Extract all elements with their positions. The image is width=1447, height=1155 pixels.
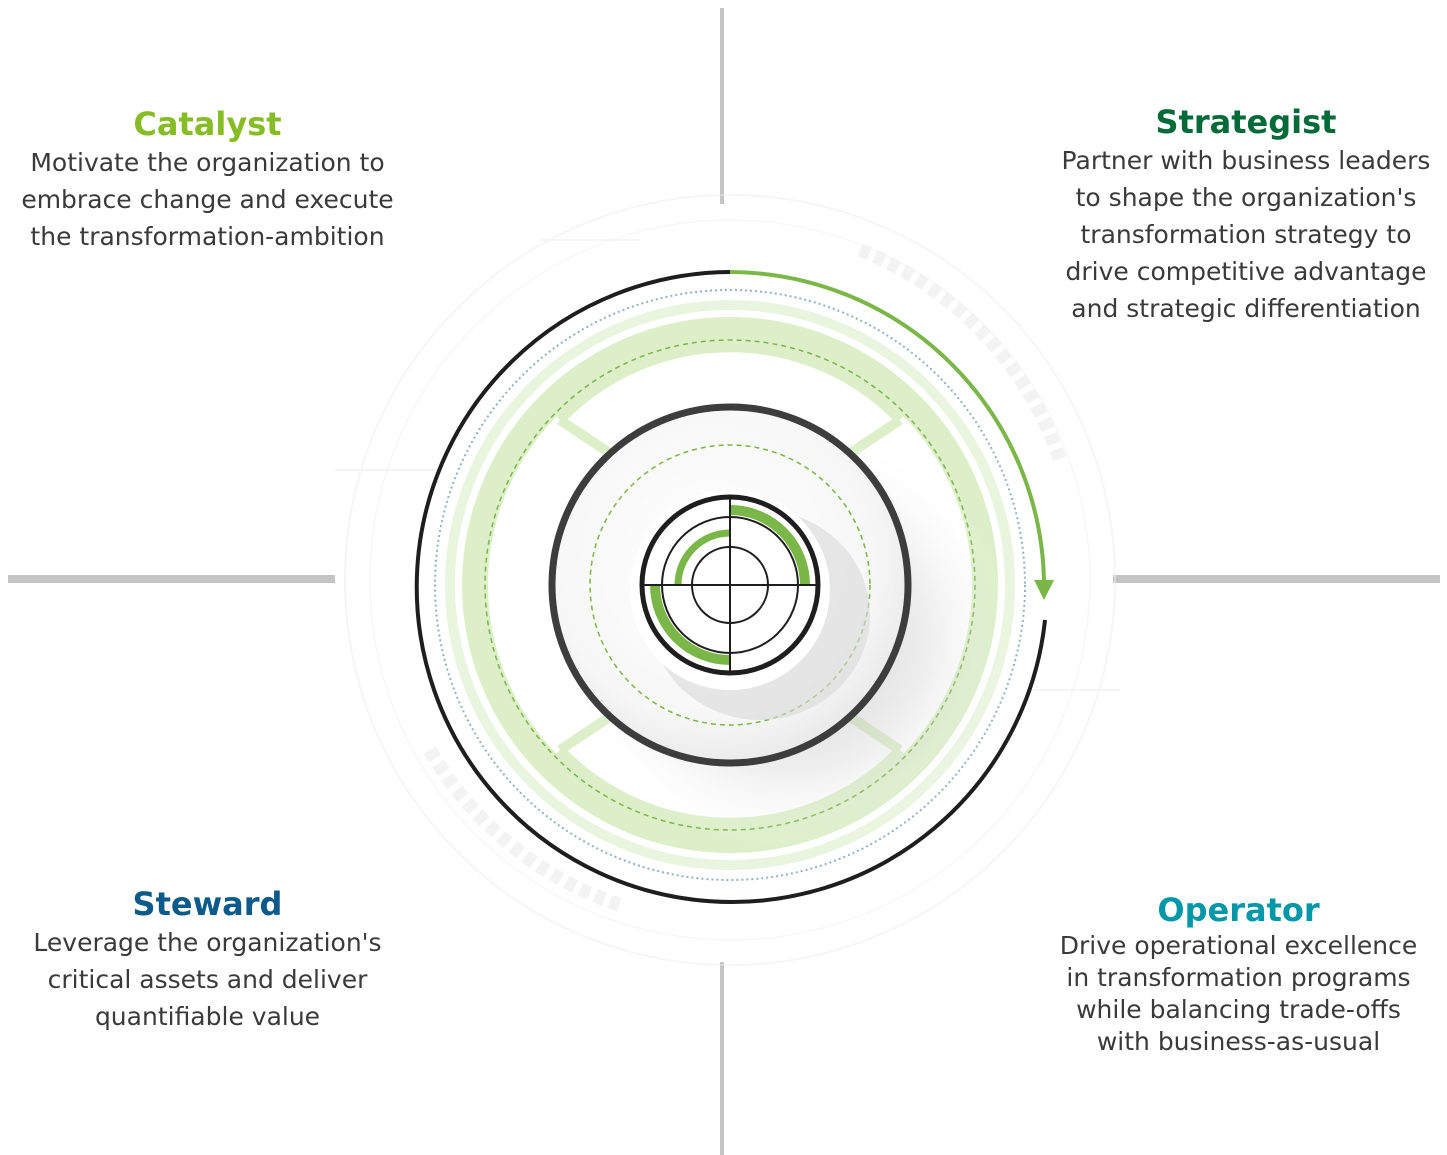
steward-section: Steward Leverage the organization's crit… bbox=[10, 884, 405, 1035]
strategist-line-4: drive competitive advantage bbox=[1065, 257, 1427, 286]
strategist-line-2: to shape the organization's bbox=[1075, 183, 1417, 212]
crosshair-target bbox=[639, 494, 821, 676]
steward-line-3: quantifiable value bbox=[94, 1002, 321, 1031]
axis-line-bottom bbox=[720, 962, 724, 1155]
catalyst-line-3: the transformation-ambition bbox=[30, 222, 385, 251]
strategist-description: Partner with business leaders to shape t… bbox=[1045, 142, 1447, 327]
catalyst-line-2: embrace change and execute bbox=[21, 185, 394, 214]
strategist-title: Strategist bbox=[1155, 103, 1337, 141]
steward-title: Steward bbox=[132, 885, 283, 923]
progress-arrow-arc bbox=[729, 270, 1055, 600]
axis-line-top bbox=[720, 8, 724, 204]
axis-line-left bbox=[8, 575, 335, 583]
background-tech-pattern bbox=[335, 194, 1120, 966]
axis-line-right bbox=[1113, 575, 1440, 583]
strategist-line-5: and strategic differentiation bbox=[1071, 294, 1421, 323]
strategist-section: Strategist Partner with business leaders… bbox=[1045, 102, 1447, 327]
operator-section: Operator Drive operational excellence in… bbox=[1040, 890, 1437, 1058]
operator-line-3: while balancing trade-offs bbox=[1076, 995, 1401, 1024]
catalyst-section: Catalyst Motivate the organization to em… bbox=[10, 104, 405, 255]
catalyst-title: Catalyst bbox=[133, 105, 282, 143]
operator-line-4: with business-as-usual bbox=[1096, 1027, 1381, 1056]
dotted-ring bbox=[434, 289, 1026, 881]
strategist-line-3: transformation strategy to bbox=[1080, 220, 1412, 249]
catalyst-line-1: Motivate the organization to bbox=[30, 148, 385, 177]
steward-description: Leverage the organization's critical ass… bbox=[10, 924, 405, 1035]
operator-line-1: Drive operational excellence bbox=[1059, 931, 1418, 960]
steward-line-2: critical assets and deliver bbox=[47, 965, 368, 994]
operator-line-2: in transformation programs bbox=[1066, 963, 1411, 992]
strategist-line-1: Partner with business leaders bbox=[1061, 146, 1431, 175]
catalyst-description: Motivate the organization to embrace cha… bbox=[10, 144, 405, 255]
steward-line-1: Leverage the organization's bbox=[33, 928, 382, 957]
outer-ring bbox=[414, 270, 1047, 904]
operator-description: Drive operational excellence in transfor… bbox=[1040, 930, 1437, 1058]
operator-title: Operator bbox=[1157, 891, 1320, 929]
